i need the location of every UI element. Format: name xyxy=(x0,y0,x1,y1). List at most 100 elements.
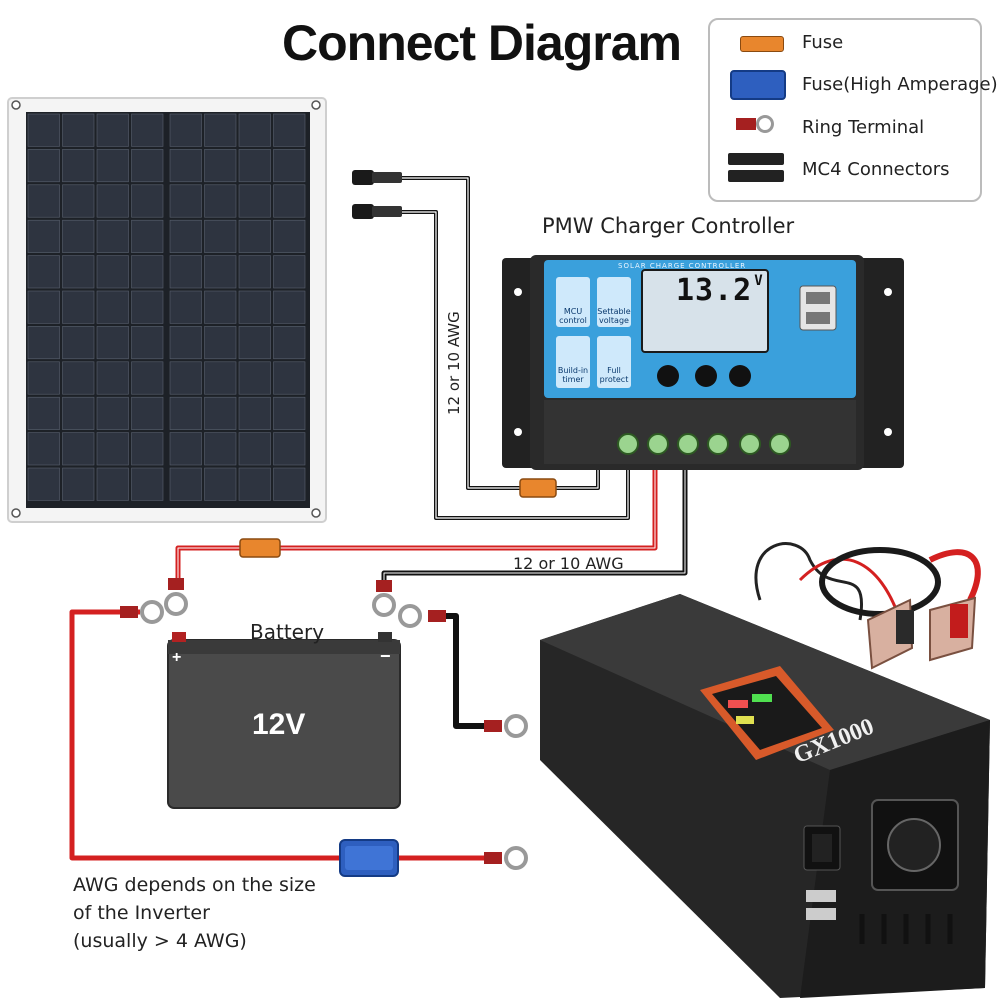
controller-terminals xyxy=(617,433,791,455)
controller-terminal-screw xyxy=(677,433,699,455)
solar-cell xyxy=(27,255,60,289)
ring-terminal-icon xyxy=(736,118,756,130)
controller-terminal-screw xyxy=(739,433,761,455)
solar-cell xyxy=(131,467,164,501)
battery-voltage: 12V xyxy=(252,708,306,741)
high-amperage-fuse-icon xyxy=(339,839,399,877)
solar-cell xyxy=(27,432,60,466)
solar-cell xyxy=(96,361,129,395)
solar-cell xyxy=(27,219,60,253)
note-line-2: of the Inverter xyxy=(73,902,210,924)
solar-cell xyxy=(131,432,164,466)
controller-label: PMW Charger Controller xyxy=(542,214,795,238)
controller-feature-settable-voltage: Settable voltage xyxy=(597,307,631,325)
battery-label: Battery xyxy=(250,620,325,644)
solar-cell xyxy=(169,432,202,466)
controller-feature-full-protect: Full protect xyxy=(599,366,629,384)
solar-cell xyxy=(131,290,164,324)
solar-panel xyxy=(7,97,327,523)
solar-cell xyxy=(96,467,129,501)
solar-cell xyxy=(204,361,237,395)
mc4-connector-icon xyxy=(728,153,784,165)
legend-label-mc4-connectors: MC4 Connectors xyxy=(802,159,950,180)
solar-cell xyxy=(204,467,237,501)
solar-cell xyxy=(27,113,60,147)
solar-cell xyxy=(169,149,202,183)
battery: + − xyxy=(167,632,401,809)
solar-cell xyxy=(131,219,164,253)
solar-cell xyxy=(27,326,60,360)
note-line-3: (usually > 4 AWG) xyxy=(73,930,247,952)
solar-cell xyxy=(238,290,271,324)
solar-cell xyxy=(238,326,271,360)
solar-cell xyxy=(96,149,129,183)
legend: Fuse Fuse(High Amperage) Ring Terminal M… xyxy=(708,18,998,202)
solar-cell xyxy=(169,396,202,430)
solar-cell xyxy=(96,326,129,360)
lcd-voltage-value: 13.2 xyxy=(676,273,753,308)
solar-cell xyxy=(27,149,60,183)
controller-terminal-screw xyxy=(769,433,791,455)
solar-cell xyxy=(96,219,129,253)
solar-cell xyxy=(169,113,202,147)
solar-cell xyxy=(131,326,164,360)
solar-cell xyxy=(27,396,60,430)
solar-cell xyxy=(27,361,60,395)
solar-cell xyxy=(273,149,306,183)
controller-feature-mcu: MCU control xyxy=(559,307,587,325)
solar-cell xyxy=(27,184,60,218)
solar-cell xyxy=(204,184,237,218)
battery-wires xyxy=(69,462,688,861)
solar-cell xyxy=(273,184,306,218)
legend-label-high-amperage-fuse: Fuse(High Amperage) xyxy=(802,74,998,95)
solar-cell xyxy=(62,255,95,289)
battery-minus-sign: − xyxy=(380,646,391,666)
battery-plus-sign: + xyxy=(172,649,181,666)
solar-cell xyxy=(96,184,129,218)
solar-cell xyxy=(273,219,306,253)
inverter xyxy=(540,594,990,998)
solar-cell xyxy=(204,149,237,183)
solar-cell xyxy=(204,219,237,253)
solar-cell xyxy=(273,255,306,289)
charge-controller xyxy=(502,255,904,470)
solar-cell xyxy=(131,255,164,289)
solar-cell xyxy=(238,219,271,253)
controller-panel-title: SOLAR CHARGE CONTROLLER xyxy=(618,262,747,270)
solar-cell xyxy=(204,255,237,289)
solar-cell xyxy=(204,432,237,466)
solar-cell xyxy=(238,113,271,147)
solar-cell xyxy=(62,326,95,360)
solar-cell xyxy=(169,467,202,501)
solar-cell xyxy=(273,396,306,430)
solar-cell xyxy=(131,361,164,395)
solar-cell xyxy=(62,219,95,253)
solar-cell xyxy=(238,149,271,183)
solar-cell xyxy=(204,326,237,360)
solar-cell xyxy=(273,361,306,395)
solar-cell xyxy=(131,149,164,183)
solar-cell xyxy=(238,396,271,430)
panel-wire-gauge-label: 12 or 10 AWG xyxy=(445,311,463,415)
solar-cell xyxy=(62,184,95,218)
solar-cell xyxy=(62,396,95,430)
controller-terminal-screw xyxy=(617,433,639,455)
solar-cell xyxy=(273,326,306,360)
solar-cell xyxy=(62,361,95,395)
solar-cell xyxy=(273,432,306,466)
solar-cell xyxy=(238,432,271,466)
solar-cell xyxy=(169,219,202,253)
battery-wire-gauge-label: 12 or 10 AWG xyxy=(513,554,624,573)
solar-cell xyxy=(204,290,237,324)
solar-cell xyxy=(238,361,271,395)
solar-cell xyxy=(169,361,202,395)
solar-cell xyxy=(169,290,202,324)
mc4-connector-icon xyxy=(728,170,784,182)
panel-wires xyxy=(400,176,630,520)
note-line-1: AWG depends on the size xyxy=(73,874,316,896)
solar-cell xyxy=(169,184,202,218)
controller-terminal-screw xyxy=(707,433,729,455)
solar-cell xyxy=(96,432,129,466)
